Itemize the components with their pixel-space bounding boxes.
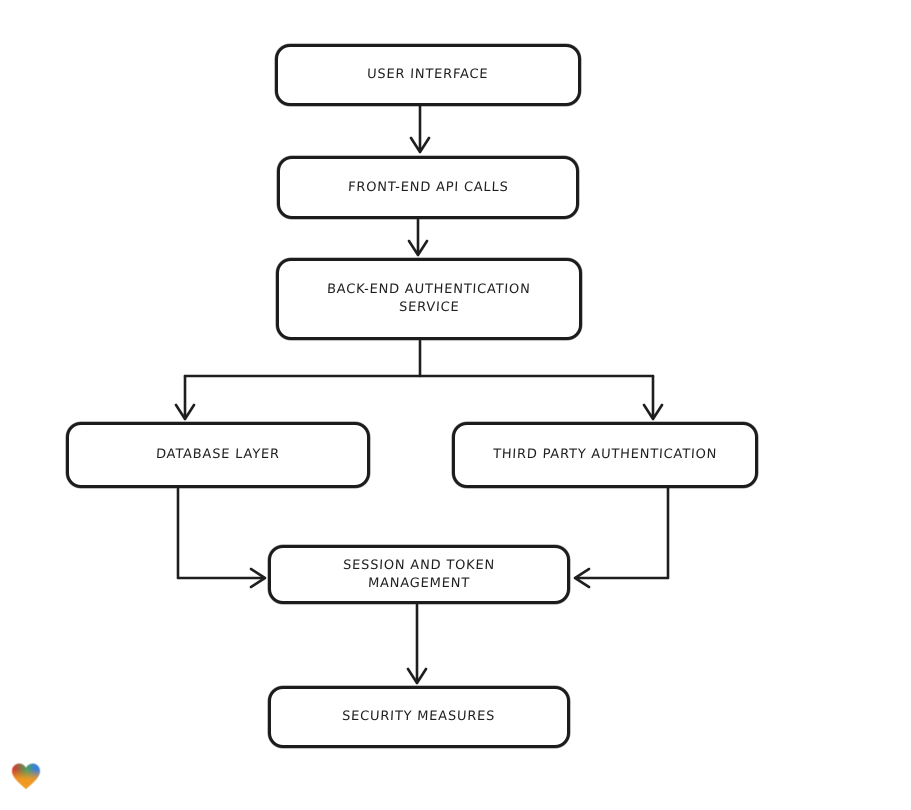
node-label: USER INTERFACE	[366, 67, 490, 82]
node-label: SESSION AND TOKEN	[342, 557, 496, 573]
node-label: FRONT-END API CALLS	[347, 179, 509, 195]
node-front-end-api-calls[interactable]: FRONT-END API CALLS	[277, 156, 579, 219]
node-label: MANAGEMENT	[367, 575, 471, 591]
node-database-layer[interactable]: DATABASE LAYER	[66, 422, 370, 488]
node-session-and-token-management[interactable]: SESSION AND TOKEN MANAGEMENT	[268, 545, 570, 604]
edge-front-end-to-back-end	[407, 218, 429, 257]
node-back-end-authentication-service[interactable]: BACK-END AUTHENTICATION SERVICE	[276, 258, 582, 340]
arrowhead-down-icon	[407, 239, 429, 257]
edge-third-party-to-session	[573, 486, 670, 589]
arrowhead-down-icon	[409, 136, 431, 154]
node-label: THIRD PARTY AUTHENTICATION	[492, 447, 718, 462]
arrowhead-down-icon	[174, 403, 196, 421]
arrowhead-down-icon	[642, 403, 664, 421]
node-label: SERVICE	[398, 300, 460, 315]
node-label: SECURITY MEASURES	[342, 709, 496, 724]
node-user-interface[interactable]: USER INTERFACE	[275, 44, 581, 106]
edge-back-end-branch	[174, 339, 664, 421]
edge-session-to-security	[406, 603, 428, 685]
node-label: DATABASE LAYER	[155, 447, 281, 462]
arrowhead-right-icon	[249, 567, 267, 589]
edge-database-to-session	[176, 487, 267, 589]
heart-logo[interactable]	[10, 761, 42, 792]
node-label: BACK-END AUTHENTICATION	[326, 282, 532, 297]
arrowhead-left-icon	[573, 567, 591, 589]
edge-user-interface-to-front-end	[409, 104, 431, 154]
arrowhead-down-icon	[406, 667, 428, 685]
node-third-party-authentication[interactable]: THIRD PARTY AUTHENTICATION	[452, 422, 758, 488]
node-security-measures[interactable]: SECURITY MEASURES	[268, 686, 570, 748]
